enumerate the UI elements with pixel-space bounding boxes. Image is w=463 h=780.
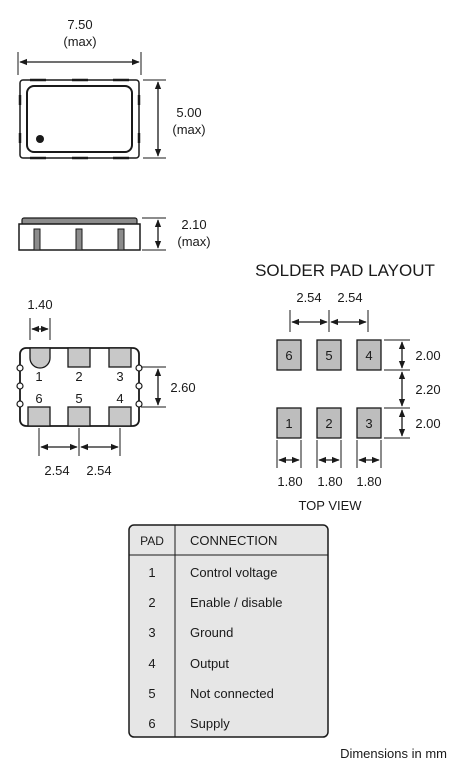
pin-label-1: 1 bbox=[35, 369, 42, 384]
solder-pad-title: SOLDER PAD LAYOUT bbox=[255, 261, 435, 280]
table-background bbox=[128, 524, 329, 738]
solder-pad-5 bbox=[316, 339, 342, 371]
pad-width-value: 1.40 bbox=[27, 297, 52, 312]
solder-pad-label-5: 5 bbox=[325, 348, 332, 363]
pad-4-bottom bbox=[108, 406, 132, 427]
width-value: 7.50 bbox=[67, 17, 92, 32]
solder-pad-label-4: 4 bbox=[365, 348, 372, 363]
package-bottom-view: 1.40 1 2 3 6 5 4 2.60 bbox=[16, 297, 196, 478]
package-top-view: 7.50 (max) 5.00 (max) bbox=[17, 17, 206, 160]
table-row-1-pad: 1 bbox=[148, 565, 155, 580]
package-side-view: 2.10 (max) bbox=[18, 217, 211, 251]
solder-pad-4 bbox=[356, 339, 382, 371]
height-note: (max) bbox=[172, 122, 205, 137]
thickness-value: 2.10 bbox=[181, 217, 206, 232]
pad-width-1-value: 1.80 bbox=[277, 474, 302, 489]
table-header-pad: PAD bbox=[140, 534, 164, 548]
top-view-caption: TOP VIEW bbox=[298, 498, 362, 513]
height-value: 5.00 bbox=[176, 105, 201, 120]
pitch-left-value: 2.54 bbox=[44, 463, 69, 478]
solder-pad-label-3: 3 bbox=[365, 416, 372, 431]
width-note: (max) bbox=[63, 34, 96, 49]
pin-label-6: 6 bbox=[35, 391, 42, 406]
pad-pitch-right-value: 2.54 bbox=[337, 290, 362, 305]
pin-label-4: 4 bbox=[116, 391, 123, 406]
pad-height-top-value: 2.00 bbox=[415, 348, 440, 363]
solder-pad-label-1: 1 bbox=[285, 416, 292, 431]
pad-2-bottom bbox=[67, 347, 91, 368]
table-row-4-pad: 4 bbox=[148, 656, 155, 671]
row-spacing-value: 2.60 bbox=[170, 380, 195, 395]
solder-pad-layout: SOLDER PAD LAYOUT 2.54 2.54 6 5 4 1 2 3 bbox=[255, 261, 441, 513]
pad-height-bottom-value: 2.00 bbox=[415, 416, 440, 431]
solder-pad-label-2: 2 bbox=[325, 416, 332, 431]
thickness-note: (max) bbox=[177, 234, 210, 249]
table-row-6-pad: 6 bbox=[148, 716, 155, 731]
table-row-6-connection: Supply bbox=[190, 716, 230, 731]
pad-5-bottom bbox=[67, 406, 91, 427]
pad-6-bottom bbox=[27, 406, 51, 427]
table-row-4-connection: Output bbox=[190, 656, 229, 671]
table-row-2-pad: 2 bbox=[148, 595, 155, 610]
pad-pitch-left-value: 2.54 bbox=[296, 290, 321, 305]
pitch-right-value: 2.54 bbox=[86, 463, 111, 478]
table-header-connection: CONNECTION bbox=[190, 533, 277, 548]
pin-label-2: 2 bbox=[75, 369, 82, 384]
solder-pad-2 bbox=[316, 407, 342, 439]
solder-pad-3 bbox=[356, 407, 382, 439]
table-row-2-connection: Enable / disable bbox=[190, 595, 283, 610]
solder-pad-1 bbox=[276, 407, 302, 439]
units-footer: Dimensions in mm bbox=[340, 746, 447, 761]
pad-connection-table: PAD CONNECTION 1 Control voltage 2 Enabl… bbox=[128, 524, 329, 738]
pad-3-bottom bbox=[108, 347, 132, 368]
pin-label-5: 5 bbox=[75, 391, 82, 406]
package-lid bbox=[26, 85, 133, 153]
table-row-1-connection: Control voltage bbox=[190, 565, 277, 580]
table-row-5-pad: 5 bbox=[148, 686, 155, 701]
pad-width-3-value: 1.80 bbox=[356, 474, 381, 489]
solder-pad-6 bbox=[276, 339, 302, 371]
pad-1-bottom bbox=[29, 347, 51, 369]
table-row-3-pad: 3 bbox=[148, 625, 155, 640]
table-row-5-connection: Not connected bbox=[190, 686, 274, 701]
pin1-dot bbox=[36, 135, 44, 143]
solder-pad-label-6: 6 bbox=[285, 348, 292, 363]
pin-label-3: 3 bbox=[116, 369, 123, 384]
table-row-3-connection: Ground bbox=[190, 625, 233, 640]
pad-gap-value: 2.20 bbox=[415, 382, 440, 397]
pad-width-2-value: 1.80 bbox=[317, 474, 342, 489]
